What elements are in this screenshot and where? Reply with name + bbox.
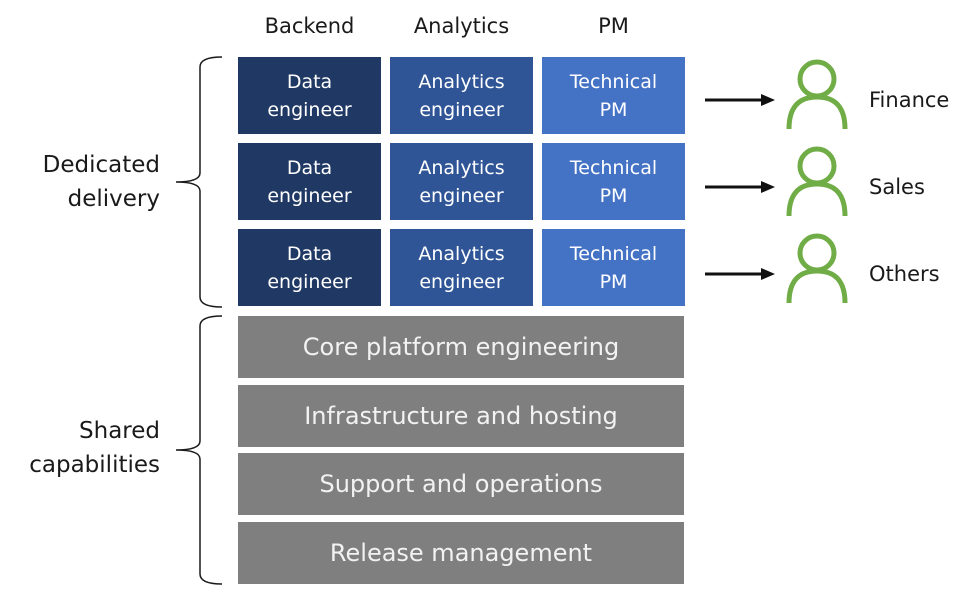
role-box-analytics-engineer: Analytics engineer xyxy=(390,57,533,134)
role-box-data-engineer: Data engineer xyxy=(238,229,381,306)
role-box-technical-pm: Technical PM xyxy=(542,143,685,220)
shared-row-support-and-operations: Support and operations xyxy=(238,453,684,515)
shared-row-infrastructure-and-hosting: Infrastructure and hosting xyxy=(238,385,684,447)
person-icon xyxy=(786,59,848,130)
arrow-right-icon xyxy=(705,181,775,193)
shared-row-core-platform-engineering: Core platform engineering xyxy=(238,316,684,378)
arrow-right-icon xyxy=(705,268,775,280)
arrow-right-icon xyxy=(705,94,775,106)
column-header-pm: PM xyxy=(598,14,629,38)
group-label-shared-capabilities: Shared capabilities xyxy=(29,418,160,478)
role-box-data-engineer: Data engineer xyxy=(238,57,381,134)
team-label-finance: Finance xyxy=(869,88,950,112)
team-label-others: Others xyxy=(869,262,940,286)
role-box-technical-pm: Technical PM xyxy=(542,229,685,306)
column-header-backend: Backend xyxy=(264,14,355,38)
group-label-dedicated-delivery: Dedicated delivery xyxy=(42,152,160,212)
column-header-analytics: Analytics xyxy=(413,14,510,38)
person-icon xyxy=(786,146,848,217)
brace-shared-capabilities xyxy=(175,315,223,585)
brace-dedicated-delivery xyxy=(175,56,223,308)
person-icon xyxy=(786,233,848,304)
role-box-data-engineer: Data engineer xyxy=(238,143,381,220)
role-box-analytics-engineer: Analytics engineer xyxy=(390,143,533,220)
shared-row-release-management: Release management xyxy=(238,522,684,584)
role-box-analytics-engineer: Analytics engineer xyxy=(390,229,533,306)
team-label-sales: Sales xyxy=(869,175,925,199)
role-box-technical-pm: Technical PM xyxy=(542,57,685,134)
